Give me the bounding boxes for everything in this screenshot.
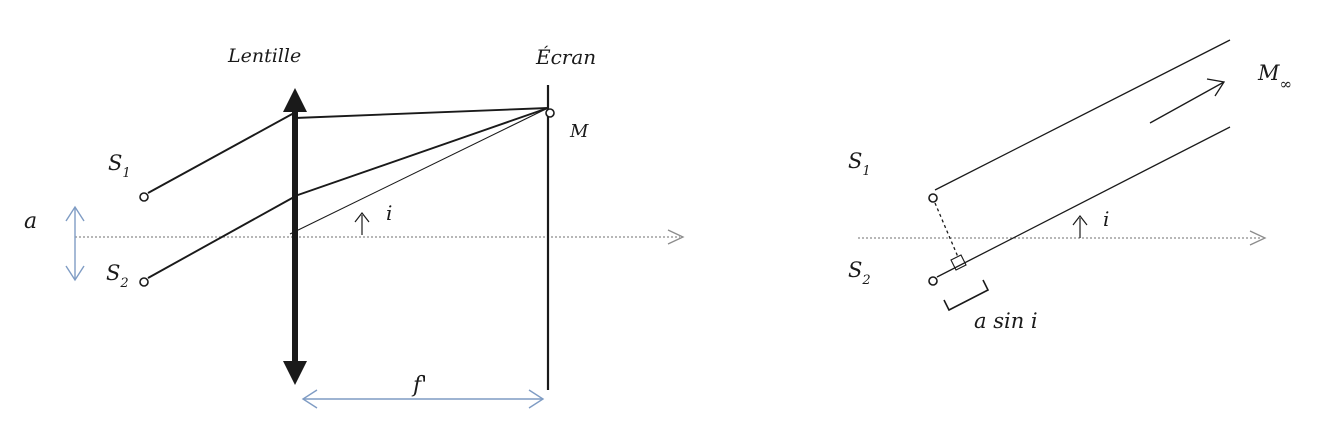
source-s2-left [139,277,149,287]
angle-i-arrow-right [1072,215,1088,238]
angle-i-label-left: i [386,201,392,225]
source-s1-right [928,193,938,203]
perpendicular-dashed [934,202,959,258]
ray-center [289,107,549,235]
source-s1-label-right: S1 [848,149,871,179]
right-angle-mark [950,254,967,271]
angle-i-label-right: i [1103,207,1109,231]
angle-i-arrow-left [354,212,370,235]
direction-arrow [1149,78,1226,124]
path-difference-bracket [943,279,990,312]
screen-label: Écran [535,45,596,69]
ray-s1-incident [147,112,295,194]
optical-axis-right-arrowhead [1249,230,1267,246]
source-s1-left [139,192,149,202]
parallel-ray-1 [934,39,1231,191]
source-s2-label-right: S2 [848,258,871,288]
parallel-ray-2 [936,126,1231,278]
point-m-label: M [569,121,589,142]
path-difference-label: a sin i [974,309,1038,333]
optical-axis-left-arrowhead [667,229,685,245]
source-s2-right [928,276,938,286]
source-s2-label-left: S2 [106,261,129,291]
ray-s2-incident [147,196,295,279]
separation-label-a: a [24,209,37,234]
separation-dimension-a [65,205,85,282]
m-infinity-label: M∞ [1257,61,1292,93]
focal-label: f' [411,373,427,398]
lens-label: Lentille [227,45,301,67]
right-figure: S1 S2 a sin i i M∞ [848,39,1292,333]
focal-dimension [301,389,545,409]
ray-s1-refracted [294,107,549,119]
ray-s2-refracted [294,107,549,197]
source-s1-label-left: S1 [108,151,131,181]
point-m [545,108,555,118]
left-figure: a S1 S2 Lentille i Écran M [24,45,685,409]
